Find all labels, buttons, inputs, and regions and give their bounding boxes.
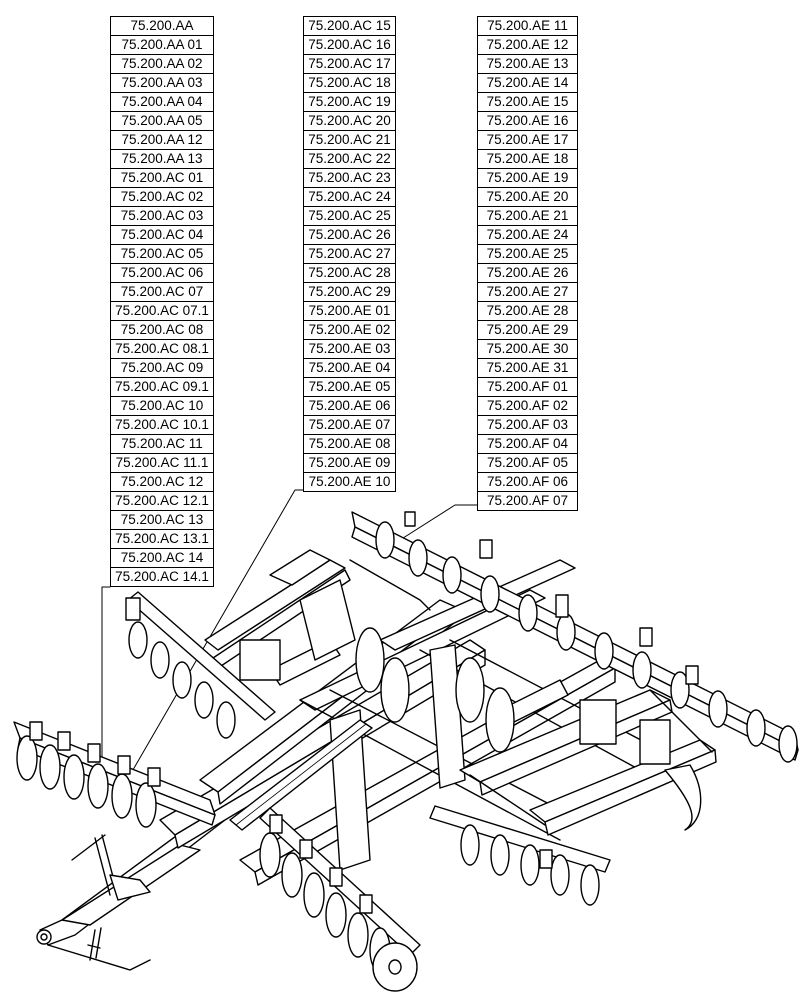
part-ref-link[interactable]: 75.200.AE 08 <box>304 435 395 454</box>
left-rear-gang <box>125 591 276 739</box>
part-ref-link[interactable]: 75.200.AE 03 <box>304 340 395 359</box>
part-ref-link[interactable]: 75.200.AE 28 <box>478 302 577 321</box>
part-ref-link[interactable]: 75.200.AA 01 <box>111 36 213 55</box>
part-ref-link[interactable]: 75.200.AE 26 <box>478 264 577 283</box>
right-rear-gang <box>351 511 799 763</box>
part-ref-link[interactable]: 75.200.AE 15 <box>478 93 577 112</box>
part-ref-link[interactable]: 75.200.AE 27 <box>478 283 577 302</box>
part-ref-link[interactable]: 75.200.AC 09.1 <box>111 378 213 397</box>
part-ref-link[interactable]: 75.200.AE 13 <box>478 55 577 74</box>
part-ref-link[interactable]: 75.200.AE 29 <box>478 321 577 340</box>
part-ref-link[interactable]: 75.200.AE 10 <box>304 473 395 492</box>
part-ref-link[interactable]: 75.200.AE 20 <box>478 188 577 207</box>
part-ref-link[interactable]: 75.200.AE 21 <box>478 207 577 226</box>
part-ref-link[interactable]: 75.200.AA 02 <box>111 55 213 74</box>
part-ref-link[interactable]: 75.200.AC 16 <box>304 36 395 55</box>
part-ref-link[interactable]: 75.200.AE 18 <box>478 150 577 169</box>
part-ref-link[interactable]: 75.200.AF 04 <box>478 435 577 454</box>
part-ref-link[interactable]: 75.200.AC 26 <box>304 226 395 245</box>
part-ref-link[interactable]: 75.200.AC 02 <box>111 188 213 207</box>
part-ref-link[interactable]: 75.200.AC 07 <box>111 283 213 302</box>
part-ref-link[interactable]: 75.200.AC 08 <box>111 321 213 340</box>
part-ref-link[interactable]: 75.200.AF 03 <box>478 416 577 435</box>
part-ref-link[interactable]: 75.200.AC 14 <box>111 549 213 568</box>
part-ref-link[interactable]: 75.200.AE 07 <box>304 416 395 435</box>
part-ref-link[interactable]: 75.200.AC 03 <box>111 207 213 226</box>
part-ref-link[interactable]: 75.200.AE 02 <box>304 321 395 340</box>
part-ref-link[interactable]: 75.200.AC 21 <box>304 131 395 150</box>
left-front-gang <box>13 721 216 828</box>
part-ref-link[interactable]: 75.200.AA <box>111 17 213 36</box>
part-ref-link[interactable]: 75.200.AC 14.1 <box>111 568 213 587</box>
part-ref-link[interactable]: 75.200.AC 20 <box>304 112 395 131</box>
part-ref-link[interactable]: 75.200.AC 08.1 <box>111 340 213 359</box>
part-ref-link[interactable]: 75.200.AE 17 <box>478 131 577 150</box>
part-ref-link[interactable]: 75.200.AC 10 <box>111 397 213 416</box>
part-ref-link[interactable]: 75.200.AC 01 <box>111 169 213 188</box>
part-ref-link[interactable]: 75.200.AE 05 <box>304 378 395 397</box>
part-ref-link[interactable]: 75.200.AC 07.1 <box>111 302 213 321</box>
right-wing-frame <box>459 689 717 836</box>
part-ref-link[interactable]: 75.200.AE 01 <box>304 302 395 321</box>
hydraulic-cylinders <box>229 639 569 831</box>
part-ref-link[interactable]: 75.200.AE 16 <box>478 112 577 131</box>
part-ref-link[interactable]: 75.200.AA 04 <box>111 93 213 112</box>
part-ref-link[interactable]: 75.200.AC 29 <box>304 283 395 302</box>
part-ref-link[interactable]: 75.200.AF 05 <box>478 454 577 473</box>
part-ref-link[interactable]: 75.200.AC 06 <box>111 264 213 283</box>
part-ref-link[interactable]: 75.200.AE 11 <box>478 17 577 36</box>
part-ref-link[interactable]: 75.200.AC 17 <box>304 55 395 74</box>
part-ref-link[interactable]: 75.200.AC 12 <box>111 473 213 492</box>
part-ref-link[interactable]: 75.200.AC 11.1 <box>111 454 213 473</box>
right-front-gang <box>259 805 611 992</box>
part-ref-link[interactable]: 75.200.AE 09 <box>304 454 395 473</box>
part-ref-link[interactable]: 75.200.AC 24 <box>304 188 395 207</box>
part-ref-link[interactable]: 75.200.AC 19 <box>304 93 395 112</box>
part-ref-link[interactable]: 75.200.AC 22 <box>304 150 395 169</box>
part-ref-link[interactable]: 75.200.AE 06 <box>304 397 395 416</box>
part-ref-link[interactable]: 75.200.AC 28 <box>304 264 395 283</box>
part-ref-link[interactable]: 75.200.AC 13.1 <box>111 530 213 549</box>
part-ref-link[interactable]: 75.200.AE 14 <box>478 74 577 93</box>
part-ref-link[interactable]: 75.200.AC 27 <box>304 245 395 264</box>
part-ref-link[interactable]: 75.200.AA 12 <box>111 131 213 150</box>
part-ref-link[interactable]: 75.200.AA 03 <box>111 74 213 93</box>
part-ref-link[interactable]: 75.200.AC 13 <box>111 511 213 530</box>
part-ref-link[interactable]: 75.200.AC 12.1 <box>111 492 213 511</box>
part-ref-link[interactable]: 75.200.AC 10.1 <box>111 416 213 435</box>
part-ref-link[interactable]: 75.200.AF 01 <box>478 378 577 397</box>
part-ref-link[interactable]: 75.200.AA 13 <box>111 150 213 169</box>
part-ref-link[interactable]: 75.200.AC 23 <box>304 169 395 188</box>
part-ref-link[interactable]: 75.200.AE 30 <box>478 340 577 359</box>
part-ref-link[interactable]: 75.200.AC 25 <box>304 207 395 226</box>
part-ref-link[interactable]: 75.200.AE 31 <box>478 359 577 378</box>
frame-wheels <box>355 627 515 753</box>
part-ref-link[interactable]: 75.200.AC 09 <box>111 359 213 378</box>
part-ref-link[interactable]: 75.200.AF 06 <box>478 473 577 492</box>
part-ref-link[interactable]: 75.200.AF 02 <box>478 397 577 416</box>
part-ref-link[interactable]: 75.200.AC 18 <box>304 74 395 93</box>
part-ref-link[interactable]: 75.200.AC 05 <box>111 245 213 264</box>
part-ref-link[interactable]: 75.200.AF 07 <box>478 492 577 511</box>
part-ref-link[interactable]: 75.200.AA 05 <box>111 112 213 131</box>
part-ref-link[interactable]: 75.200.AE 19 <box>478 169 577 188</box>
part-ref-link[interactable]: 75.200.AE 12 <box>478 36 577 55</box>
part-ref-link[interactable]: 75.200.AC 15 <box>304 17 395 36</box>
part-ref-link[interactable]: 75.200.AC 11 <box>111 435 213 454</box>
part-ref-link[interactable]: 75.200.AE 04 <box>304 359 395 378</box>
part-ref-link[interactable]: 75.200.AE 25 <box>478 245 577 264</box>
part-ref-link[interactable]: 75.200.AE 24 <box>478 226 577 245</box>
part-ref-link[interactable]: 75.200.AC 04 <box>111 226 213 245</box>
left-wing-frame <box>204 549 431 681</box>
